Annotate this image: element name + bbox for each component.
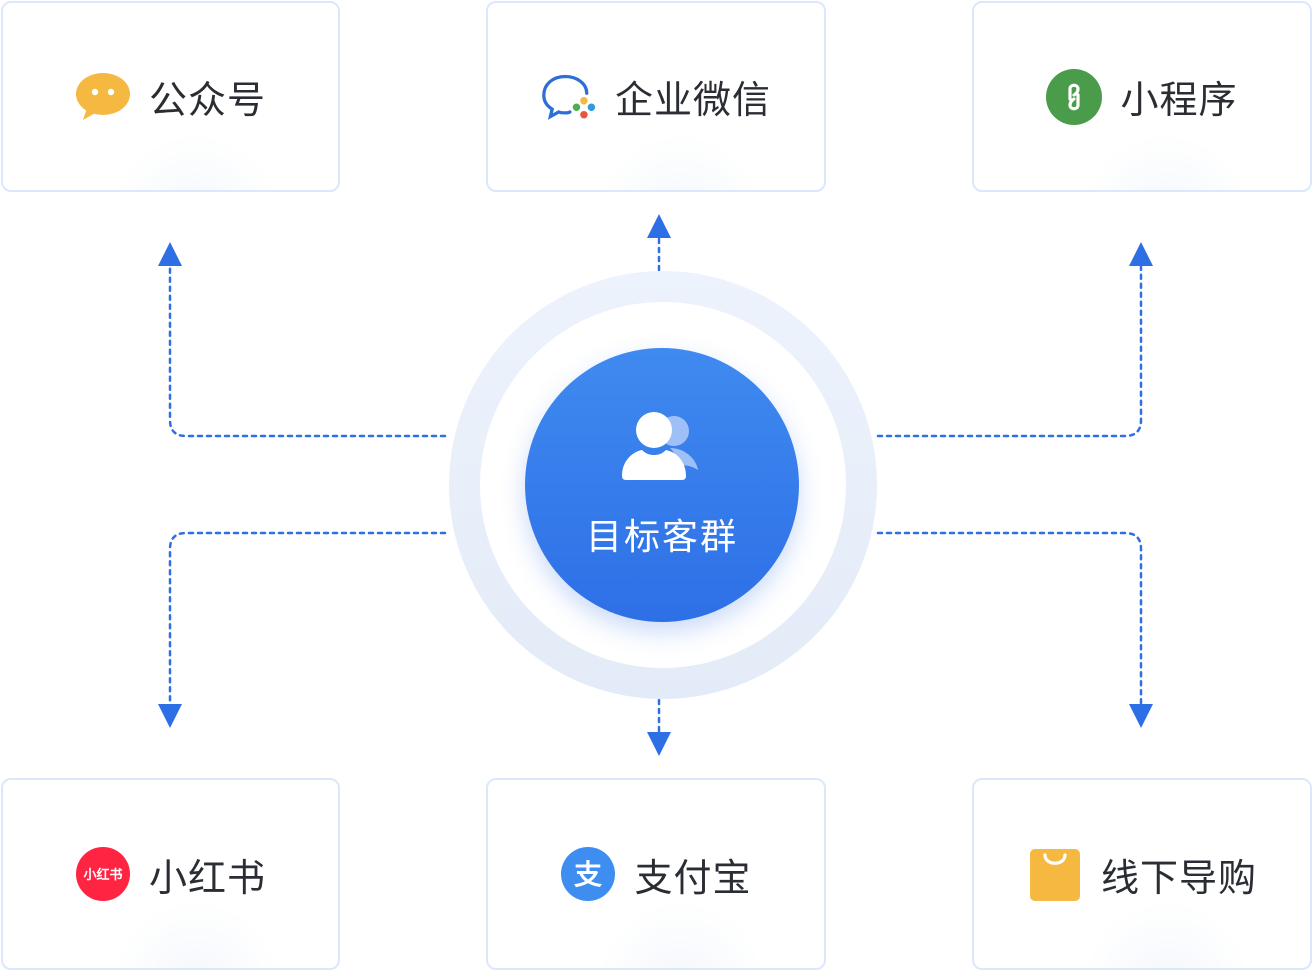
svg-text:支: 支 [574, 858, 602, 891]
connector-xianxia-daogou [876, 531, 1143, 710]
channel-card-zhifubao[interactable]: 支 支付宝 [486, 778, 826, 970]
target-audience-hub[interactable]: 目标客群 [525, 348, 799, 622]
connector-xiaohongshu [168, 531, 447, 710]
chat-bubble-icon [75, 69, 131, 125]
channel-card-xiaochengxu[interactable]: 小程序 [972, 1, 1312, 192]
channel-label: 小程序 [1120, 78, 1238, 122]
channel-label: 支付宝 [634, 855, 752, 900]
arrow-down-icon [1129, 704, 1153, 728]
arrow-down-icon [647, 732, 671, 756]
connector-xiaochengxu [876, 260, 1143, 438]
channel-card-qiye-weixin[interactable]: 企业微信 [486, 1, 826, 192]
xiaohongshu-icon: 小红书 [75, 846, 131, 902]
channel-label: 线下导购 [1100, 855, 1257, 900]
connector-gongzhonghao [168, 260, 447, 438]
shopping-bag-icon [1027, 846, 1083, 902]
arrow-down-icon [158, 704, 182, 728]
channel-label: 公众号 [148, 78, 266, 122]
channel-label: 小红书 [148, 855, 266, 900]
channel-card-xiaohongshu[interactable]: 小红书 小红书 [1, 778, 340, 970]
svg-text:小红书: 小红书 [83, 867, 122, 883]
channel-label: 企业微信 [614, 78, 771, 122]
arrow-up-icon [647, 214, 671, 238]
channel-card-gongzhonghao[interactable]: 公众号 [1, 1, 340, 192]
arrow-up-icon [158, 242, 182, 266]
user-group-icon [622, 412, 698, 480]
arrow-up-icon [1129, 242, 1153, 266]
wecom-icon [541, 69, 597, 125]
alipay-icon: 支 [560, 846, 616, 902]
channel-card-xianxia-daogou[interactable]: 线下导购 [972, 778, 1312, 970]
hub-label: 目标客群 [585, 517, 738, 558]
miniprogram-icon [1046, 68, 1103, 125]
